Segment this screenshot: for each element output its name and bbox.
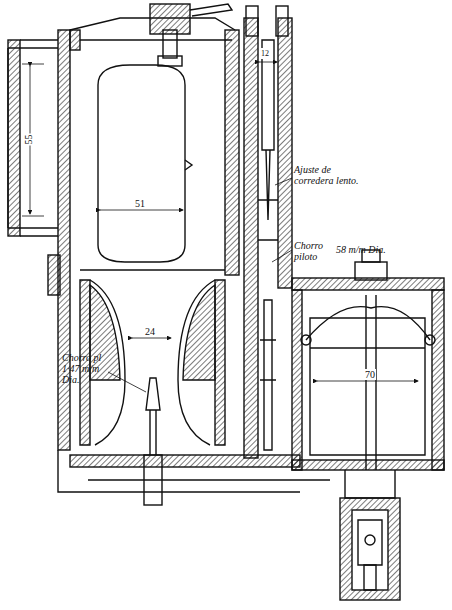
drawing-stroke: [225, 30, 239, 275]
drawing-stroke: [183, 285, 215, 380]
drawing-stroke: [355, 262, 387, 280]
drawing-stroke: [365, 535, 375, 545]
drawing-stroke: [20, 40, 58, 236]
drawing-stroke: [185, 160, 192, 170]
dimension-number: 55: [23, 134, 34, 146]
drawing-stroke: [8, 4, 444, 600]
drawing-stroke: [22, 64, 44, 216]
part-label: Ajuste de corredera lento.: [294, 164, 360, 186]
drawing-stroke: [150, 410, 156, 455]
drawing-stroke: [352, 510, 388, 590]
drawing-stroke: [345, 470, 395, 498]
drawing-stroke: [88, 479, 330, 480]
drawing-stroke: [215, 280, 225, 445]
dimension-number: 12: [260, 48, 270, 59]
part-label: Chorro piloto: [294, 240, 334, 262]
part-label: Chorro pl 1·47 m/m Dia.: [62, 352, 110, 385]
drawing-stroke: [244, 18, 258, 458]
drawing-stroke: [292, 290, 302, 470]
drawing-stroke: [310, 347, 425, 348]
drawing-stroke: [80, 269, 225, 270]
drawing-stroke: [258, 200, 278, 240]
drawing-stroke: [292, 460, 444, 470]
drawing-stroke: [70, 30, 80, 50]
drawing-stroke: [58, 30, 70, 450]
drawing-stroke: [340, 498, 400, 600]
drawing-stroke: [70, 455, 300, 467]
drawing-stroke: [310, 318, 425, 455]
drawing-stroke: [190, 4, 232, 16]
drawing-stroke: [132, 338, 171, 339]
dimension-number: 70: [364, 369, 376, 380]
drawing-stroke: [266, 150, 270, 220]
drawing-stroke: [58, 450, 300, 492]
drawing-stroke: [275, 178, 292, 185]
drawing-stroke: [432, 290, 444, 470]
drawing-stroke: [80, 39, 232, 40]
drawing-stroke: [278, 18, 292, 288]
dimension-label: 58 m/m Dia.: [336, 244, 386, 255]
drawing-stroke: [366, 295, 376, 470]
drawing-stroke: [276, 6, 288, 36]
drawing-stroke: [98, 65, 185, 262]
dimension-number: 24: [144, 326, 156, 337]
drawing-stroke: [306, 307, 430, 340]
dimension-number: 51: [134, 198, 146, 209]
drawing-stroke: [178, 280, 215, 445]
drawing-stroke: [358, 520, 382, 565]
drawing-stroke: [100, 210, 183, 211]
drawing-stroke: [246, 6, 258, 36]
drawing-stroke: [158, 56, 182, 66]
drawing-stroke: [317, 381, 418, 382]
drawing-stroke: [364, 565, 376, 590]
drawing-stroke: [260, 340, 276, 380]
drawing-stroke: [108, 372, 146, 392]
drawing-stroke: [272, 250, 292, 262]
drawing-stroke: [259, 62, 277, 63]
drawing-stroke: [8, 40, 20, 236]
drawing-stroke: [146, 378, 160, 410]
drawing-stroke: [163, 30, 177, 58]
drawing-stroke: [264, 300, 272, 450]
